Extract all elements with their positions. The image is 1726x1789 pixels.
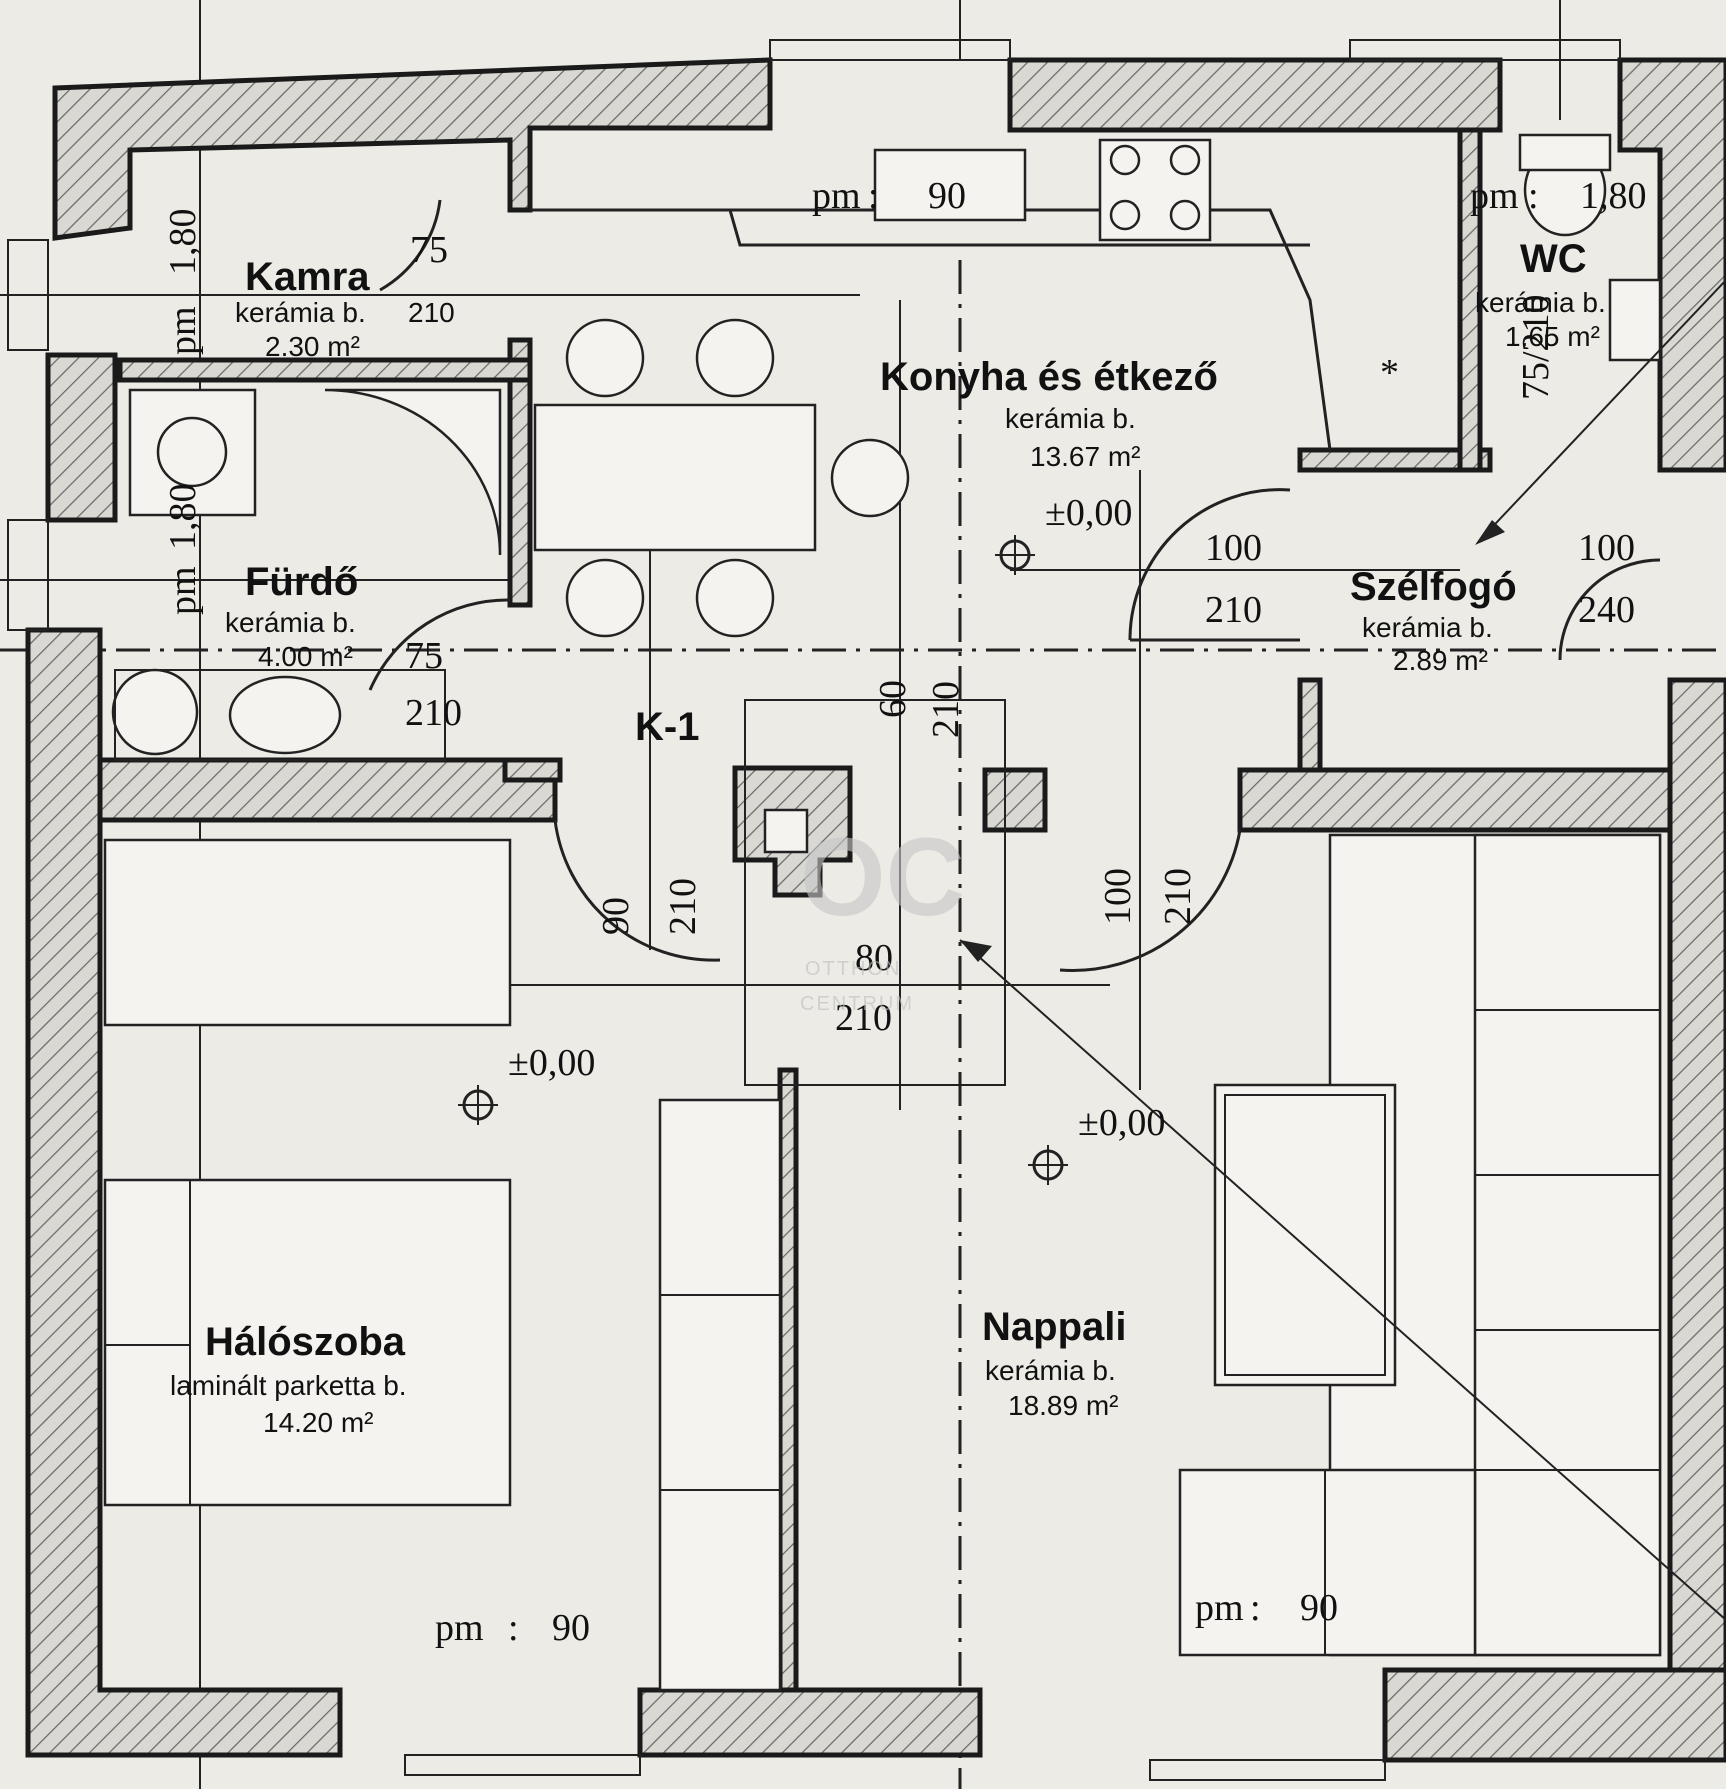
wc-basin xyxy=(1608,278,1662,362)
room-floor-konyha: kerámia b. xyxy=(1005,403,1136,434)
diagonal-reference-line-wc xyxy=(1479,279,1726,541)
pm-colon-living: : xyxy=(1250,1587,1261,1629)
chair xyxy=(830,438,910,518)
room-floor-kamra: kerámia b. xyxy=(235,297,366,328)
room-name-furdo: Fürdő xyxy=(245,560,358,604)
toilet xyxy=(111,668,199,756)
sink xyxy=(228,675,342,755)
dim-hall-80: 80 xyxy=(855,937,893,979)
pm-value-bedroom: 90 xyxy=(552,1607,590,1649)
diagonal-reference-line xyxy=(959,939,1726,1621)
pm-value-furdo: 1,80 xyxy=(162,484,204,551)
bedroom-cabinet xyxy=(658,1098,782,1692)
walls xyxy=(25,57,1726,1763)
room-area-nappali: 18.89 m² xyxy=(1008,1390,1119,1421)
dim-bed-door-height: 210 xyxy=(662,878,704,935)
dim-furdo-door-height: 210 xyxy=(405,692,462,734)
bathroom-fixtures xyxy=(111,388,502,761)
room-area-szelfogo: 2.89 m² xyxy=(1393,645,1488,676)
pm-label-wc: pm xyxy=(1470,175,1519,217)
room-name-kamra: Kamra xyxy=(245,255,370,299)
room-name-halo: Hálószoba xyxy=(205,1320,406,1364)
bed xyxy=(103,1178,512,1507)
pm-value-kitchen: 90 xyxy=(928,175,966,217)
room-name-konyha: Konyha és étkező xyxy=(880,355,1218,399)
pm-colon-wc: : xyxy=(1528,175,1539,217)
pm-label-bedroom: pm xyxy=(435,1607,484,1649)
pm-colon-bedroom: : xyxy=(508,1607,519,1649)
dim-wc-door: 75/210 xyxy=(1515,294,1557,400)
pm-value-wc: 1,80 xyxy=(1580,175,1647,217)
bedroom-furniture xyxy=(103,838,782,1692)
chair xyxy=(695,558,775,638)
level-label-bedroom: ±0,00 xyxy=(508,1042,595,1084)
pm-colon-kitchen: : xyxy=(868,175,879,217)
chair xyxy=(565,318,645,398)
room-name-szelfogo: Szélfogó xyxy=(1350,565,1517,609)
dim-living-door-width: 100 xyxy=(1097,868,1139,925)
room-area-kamra: 2.30 m² xyxy=(265,331,360,362)
wc-fixtures xyxy=(1518,133,1662,362)
shower-tray xyxy=(324,388,502,556)
pm-label-furdo: pm xyxy=(162,566,204,615)
dim-kamra-door: 75 xyxy=(410,229,448,271)
room-floor-furdo: kerámia b. xyxy=(225,607,356,638)
pm-label-living: pm xyxy=(1195,1587,1244,1629)
room-floor-nappali: kerámia b. xyxy=(985,1355,1116,1386)
kitchen-counter: * xyxy=(530,138,1399,638)
watermark: OC OTTHON CENTRUM xyxy=(800,816,965,1015)
watermark-line2: CENTRUM xyxy=(800,993,914,1015)
star-mark: * xyxy=(1380,352,1399,394)
coffee-table xyxy=(1213,1083,1397,1387)
tv-unit xyxy=(1178,1468,1477,1657)
pm-label-kamra: pm xyxy=(162,306,204,355)
pm-value-kamra: 1,80 xyxy=(162,209,204,276)
dim-living-door-height: 210 xyxy=(1157,868,1199,925)
pm-label-kitchen: pm xyxy=(812,175,861,217)
dim-k1-60: 60 xyxy=(872,680,914,718)
living-furniture xyxy=(744,699,1662,1657)
watermark-line1: OTTHON xyxy=(805,958,901,980)
level-label-living: ±0,00 xyxy=(1078,1102,1165,1144)
wardrobe xyxy=(103,838,512,1027)
doors xyxy=(368,199,1661,972)
dim-entry-height: 240 xyxy=(1578,589,1635,631)
dim-szelfogo-width: 100 xyxy=(1205,527,1262,569)
dim-szelfogo-height: 210 xyxy=(1205,589,1262,631)
hall-unit xyxy=(744,699,1006,1086)
pm-value-living: 90 xyxy=(1300,1587,1338,1629)
watermark-logo: OC xyxy=(800,816,965,939)
room-floor-szelfogo: kerámia b. xyxy=(1362,612,1493,643)
kitchen-sink xyxy=(873,148,1027,222)
dim-hall-210: 210 xyxy=(835,997,892,1039)
room-floor-halo: laminált parketta b. xyxy=(170,1370,407,1401)
room-area-furdo: 4.00 m² xyxy=(258,641,353,672)
room-name-nappali: Nappali xyxy=(982,1305,1126,1349)
level-markers xyxy=(458,535,1068,1185)
room-area-konyha: 13.67 m² xyxy=(1030,441,1141,472)
dim-entry-width: 100 xyxy=(1578,527,1635,569)
room-name-wc: WC xyxy=(1520,237,1587,281)
room-area-wc: 1.65 m² xyxy=(1505,321,1600,352)
dim-bed-door-width: 90 xyxy=(595,897,637,935)
dining-table xyxy=(533,403,817,552)
room-height-kamra: 210 xyxy=(408,297,455,328)
chair xyxy=(695,318,775,398)
room-floor-wc: kerámia b. xyxy=(1475,287,1606,318)
chair xyxy=(565,558,645,638)
dim-furdo-door: 75 xyxy=(405,635,443,677)
dim-k1-210: 210 xyxy=(925,681,967,738)
level-label-kitchen: ±0,00 xyxy=(1045,492,1132,534)
windows xyxy=(7,39,1621,1781)
room-area-halo: 14.20 m² xyxy=(263,1407,374,1438)
k1-label: K-1 xyxy=(635,705,699,749)
